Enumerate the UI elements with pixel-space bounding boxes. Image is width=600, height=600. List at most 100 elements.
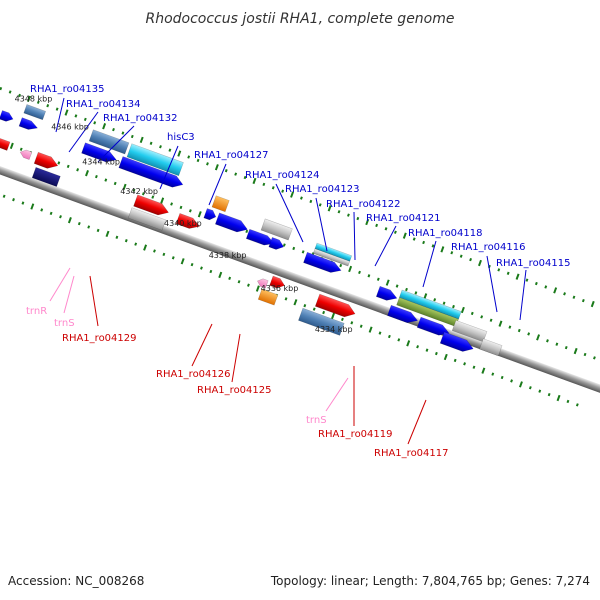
- ruler-tick: [200, 266, 203, 270]
- gene-feature-13: [81, 142, 117, 163]
- ruler-label: 4336 kbp: [261, 284, 299, 293]
- ruler-tick: [534, 281, 538, 286]
- gene-label-bottom: RHA1_ro04129: [62, 333, 137, 344]
- ruler-tick: [425, 348, 429, 352]
- gene-label-top: RHA1_ro04124: [245, 170, 320, 181]
- gene-features: [0, 104, 503, 357]
- ruler-tick: [262, 182, 266, 187]
- gene-feature-29: [257, 288, 279, 306]
- ruler-tick: [252, 177, 257, 185]
- gene-label-top: RHA1_ro04135: [30, 84, 105, 95]
- ruler-tick: [440, 246, 445, 253]
- ruler-tick: [190, 262, 194, 267]
- gene-label-top: RHA1_ro04118: [408, 228, 483, 239]
- ruler-label: 4348 kbp: [15, 94, 53, 103]
- ruler-tick: [66, 164, 70, 169]
- ruler-tick: [197, 211, 202, 218]
- ruler-tick: [19, 147, 23, 151]
- ruler-tick: [337, 210, 341, 214]
- ruler-tick: [26, 95, 31, 103]
- gene-label-top: RHA1_ro04127: [194, 150, 269, 161]
- gene-label-bottom: trnR: [26, 306, 47, 317]
- ruler-tick: [179, 205, 183, 210]
- ruler-tick: [365, 218, 370, 226]
- ruler-tick: [93, 121, 97, 125]
- ruler-tick: [581, 298, 585, 303]
- ruler-tick: [322, 310, 326, 315]
- map-track: [0, 71, 600, 490]
- label-leader-line: [159, 145, 179, 190]
- ruler-tick: [162, 252, 166, 257]
- label-leader-line: [315, 197, 328, 252]
- gene-feature-30: [314, 293, 356, 318]
- ruler-tick: [368, 326, 373, 333]
- ruler-tick: [508, 325, 512, 329]
- ruler-tick: [459, 254, 463, 258]
- ruler-tick: [115, 235, 119, 239]
- ruler-tick: [83, 117, 87, 122]
- gene-feature-8: [19, 149, 33, 160]
- ruler-tick: [423, 293, 428, 300]
- ruler-tick: [46, 104, 50, 108]
- ruler-tick: [566, 399, 570, 404]
- gene-label-top: RHA1_ro04132: [103, 113, 178, 124]
- ruler-tick: [500, 375, 504, 380]
- ruler-tick: [544, 285, 548, 289]
- ruler-tick: [395, 284, 399, 288]
- ruler-tick: [245, 229, 249, 234]
- label-leader-line: [55, 97, 65, 133]
- ruler-tick: [573, 347, 578, 355]
- ruler-tick: [312, 307, 316, 311]
- gene-feature-6: [18, 117, 38, 130]
- ruler-tick: [387, 334, 391, 339]
- ruler-tick: [375, 223, 379, 228]
- ruler-tick: [59, 215, 62, 219]
- ruler-tick: [378, 331, 382, 335]
- ruler-tick: [281, 189, 285, 193]
- ruler-tick: [301, 250, 305, 254]
- ruler-tick: [564, 345, 568, 350]
- ruler-tick: [478, 259, 482, 267]
- ruler-tick: [141, 192, 145, 196]
- ruler-tick: [517, 328, 521, 333]
- ruler-tick: [546, 339, 549, 343]
- ruler-tick: [149, 141, 153, 145]
- ruler-tick: [405, 287, 408, 292]
- gene-feature-16: [127, 207, 167, 231]
- ruler-tick: [300, 196, 303, 200]
- ruler-tick: [538, 389, 542, 393]
- ruler-label: 4346 kbp: [51, 123, 89, 132]
- label-leader-line: [208, 163, 227, 206]
- ruler-label: 4334 kbp: [315, 325, 353, 334]
- ruler-tick: [271, 186, 275, 190]
- label-leader-line: [519, 269, 527, 321]
- ruler-tick: [406, 340, 411, 347]
- gene-feature-26: [303, 251, 342, 273]
- ruler-label: 4338 kbp: [209, 251, 247, 260]
- ruler-tick: [177, 150, 182, 157]
- ruler-tick: [450, 251, 454, 255]
- ruler-tick: [583, 352, 587, 357]
- gene-feature-7: [0, 137, 11, 151]
- ruler-tick: [104, 178, 108, 182]
- ruler-tick: [160, 197, 165, 204]
- ruler-tick: [318, 203, 322, 207]
- ruler-tick: [460, 306, 465, 314]
- ruler-tick: [422, 240, 426, 245]
- gene-label-bottom: RHA1_ro04126: [156, 369, 231, 380]
- label-leader-line: [97, 125, 135, 163]
- ruler-tick: [527, 332, 531, 336]
- ruler-tick: [402, 232, 407, 239]
- ruler-tick: [282, 243, 286, 247]
- ruler-tick: [414, 291, 418, 295]
- ruler-tick: [489, 318, 493, 322]
- ruler-tick: [76, 168, 80, 172]
- ruler-tick: [491, 372, 495, 376]
- ruler-tick: [339, 263, 343, 268]
- gene-feature-4: [0, 110, 14, 122]
- ruler-tick: [255, 285, 260, 292]
- ruler-tick: [469, 257, 473, 262]
- ruler-tick: [331, 312, 335, 320]
